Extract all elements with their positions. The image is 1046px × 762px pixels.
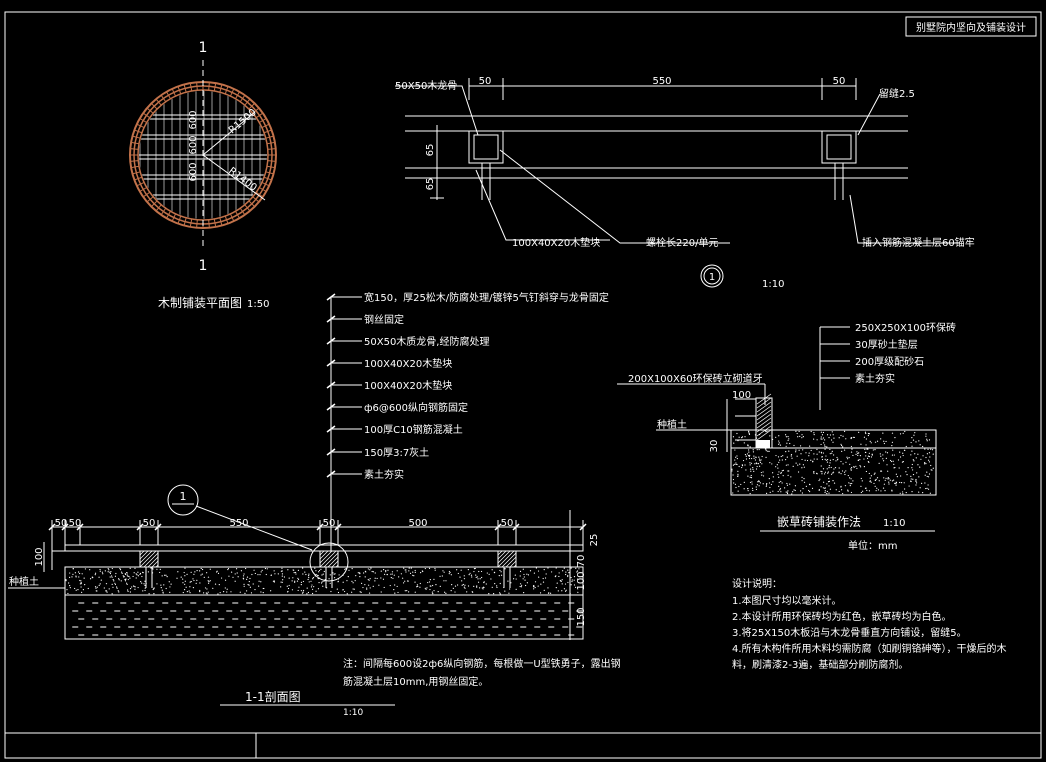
detail-dim-top-1: 50 xyxy=(479,76,492,87)
section-1-1 xyxy=(8,293,587,706)
section-dim-bottom-3: 50 xyxy=(143,518,156,529)
plan-radius-outer: R1400 xyxy=(226,166,259,194)
section-layer-9: 素土夯实 xyxy=(364,468,404,481)
section-layer-6: ф6@600纵向钢筋固定 xyxy=(364,401,468,414)
section-layer-3: 50X50木质龙骨,经防腐处理 xyxy=(364,335,489,348)
grass-dim-left-2: 30 xyxy=(709,440,720,453)
section-dim-bottom-7: 50 xyxy=(501,518,514,529)
section-dim-right-2: 70 xyxy=(576,555,587,568)
grass-layer-1: 250X250X100环保砖 xyxy=(855,321,956,334)
notes-line-4: 4.所有木构件所用木料均需防腐（如刷铜铬砷等），干燥后的木 xyxy=(732,642,1007,655)
detail-dim-top-2: 550 xyxy=(652,76,671,87)
section-soil-label: 种植土 xyxy=(9,575,39,588)
section-dim-left: 100 xyxy=(34,547,45,566)
detail-dim-left-1: 65 xyxy=(425,144,436,157)
grass-label-curb: 200X100X60环保砖立砌道牙 xyxy=(628,372,763,385)
detail-label-keel: 50X50木龙骨 xyxy=(395,79,457,92)
section-layer-1: 宽150，厚25松木/防腐处理/镀锌5气钉斜穿与龙骨固定 xyxy=(364,291,609,304)
detail-label-bolt: 螺栓长220/单元 xyxy=(646,236,718,249)
grass-brick-detail xyxy=(617,326,937,532)
section-dim-bottom-6: 500 xyxy=(408,518,427,529)
grass-layer-4: 素土夯实 xyxy=(855,372,895,385)
section-callout: 1 xyxy=(180,490,187,503)
section-note-line-2: 筋混凝土层10mm,用钢丝固定。 xyxy=(343,675,488,688)
title-block-text: 别墅院内坚向及铺装设计 xyxy=(916,21,1026,34)
wood-deck-plan xyxy=(129,60,277,250)
section-layer-8: 150厚3:7灰土 xyxy=(364,446,429,459)
grass-scale: 1:10 xyxy=(883,518,905,529)
section-dim-bottom-2: 50 xyxy=(69,518,82,529)
notes-heading: 设计说明： xyxy=(732,577,782,590)
grass-unit: 单位：mm xyxy=(848,539,897,552)
plan-scale: 1:50 xyxy=(247,299,269,310)
notes-line-2: 2.本设计所用环保砖均为红色，嵌草砖均为白色。 xyxy=(732,610,952,623)
plan-dim-1: 600 xyxy=(188,110,199,129)
plan-section-mark-bottom: 1 xyxy=(199,258,208,274)
detail-marker: 1 xyxy=(709,272,715,283)
section-dim-right-1: 25 xyxy=(589,534,600,547)
detail-label-gap: 留缝2.5 xyxy=(879,87,915,100)
detail-dim-left-2: 65 xyxy=(425,178,436,191)
detail-label-anchor: 插入钢筋混凝土层60锚牢 xyxy=(862,236,975,249)
section-dim-bottom-4: 550 xyxy=(229,518,248,529)
section-dim-bottom-1: 50 xyxy=(55,518,68,529)
drawing-frame xyxy=(4,11,1042,759)
section-layer-5: 100X40X20木垫块 xyxy=(364,379,452,392)
notes-line-5: 料，刷清漆2-3遍，基础部分刷防腐剂。 xyxy=(732,658,908,671)
notes-line-1: 1.本图尺寸均以毫米计。 xyxy=(732,594,842,607)
section-title: 1-1剖面图 xyxy=(245,690,301,704)
section-dim-bottom-5: 50 xyxy=(323,518,336,529)
grass-soil-label: 种植土 xyxy=(657,418,687,431)
detail-scale: 1:10 xyxy=(762,279,784,290)
section-layer-7: 100厚C10钢筋混凝土 xyxy=(364,423,463,436)
grass-title: 嵌草砖铺装作法 xyxy=(777,514,861,529)
section-scale: 1:10 xyxy=(343,708,363,718)
plan-dim-3: 600 xyxy=(188,162,199,181)
keel-detail xyxy=(395,78,960,288)
grass-layer-3: 200厚级配砂石 xyxy=(855,355,924,368)
detail-dim-top-3: 50 xyxy=(833,76,846,87)
plan-title: 木制铺装平面图 xyxy=(158,296,242,310)
detail-label-pad: 100X40X20木垫块 xyxy=(512,236,600,249)
notes-line-3: 3.将25X150木板沿与木龙骨垂直方向铺设，留缝5。 xyxy=(732,626,967,639)
plan-radius-inner: R1500 xyxy=(227,107,259,136)
section-dim-right-4: 150 xyxy=(576,607,587,626)
plan-section-mark-top: 1 xyxy=(199,40,208,56)
section-dim-right-3: 100 xyxy=(576,571,587,590)
section-layer-4: 100X40X20木垫块 xyxy=(364,357,452,370)
plan-dim-2: 600 xyxy=(188,135,199,154)
grass-dim-left-1: 100 xyxy=(732,390,751,401)
section-layer-2: 钢丝固定 xyxy=(364,313,404,326)
grass-layer-2: 30厚砂土垫层 xyxy=(855,338,918,351)
section-note-line-1: 注：间隔每600设2ф6纵向钢筋，每根做一U型铁勇子，露出钢 xyxy=(343,657,621,670)
